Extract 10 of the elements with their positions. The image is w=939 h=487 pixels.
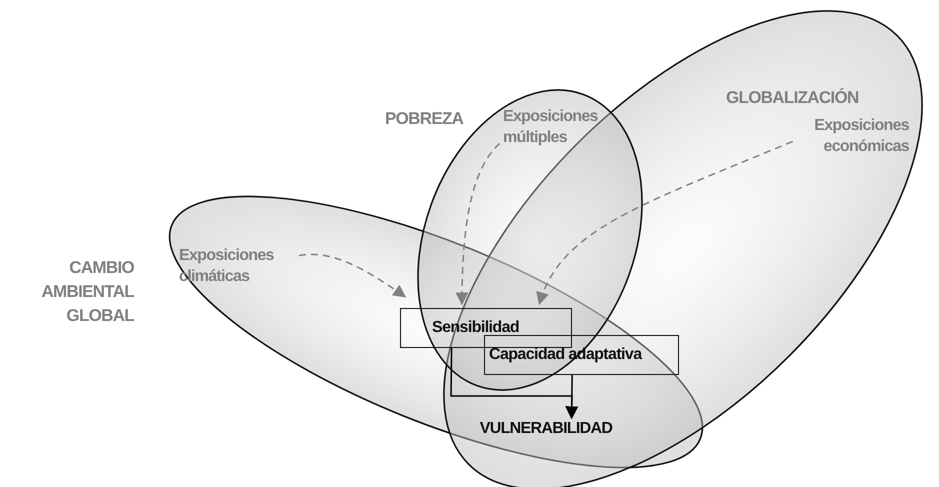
arrow (565, 374, 578, 420)
group-label: CAMBIO AMBIENTAL GLOBAL (40, 257, 134, 327)
arrow (537, 140, 793, 306)
group-label: POBREZA (385, 108, 464, 130)
group-label: GLOBALIZACIÓN (726, 87, 860, 109)
arrow (298, 254, 406, 298)
exposure-label: Exposiciones económicas (795, 115, 909, 157)
outcome-label: VULNERABILIDAD (466, 418, 626, 439)
arrow (456, 142, 500, 306)
exposure-label: Exposiciones múltiples (503, 106, 613, 148)
